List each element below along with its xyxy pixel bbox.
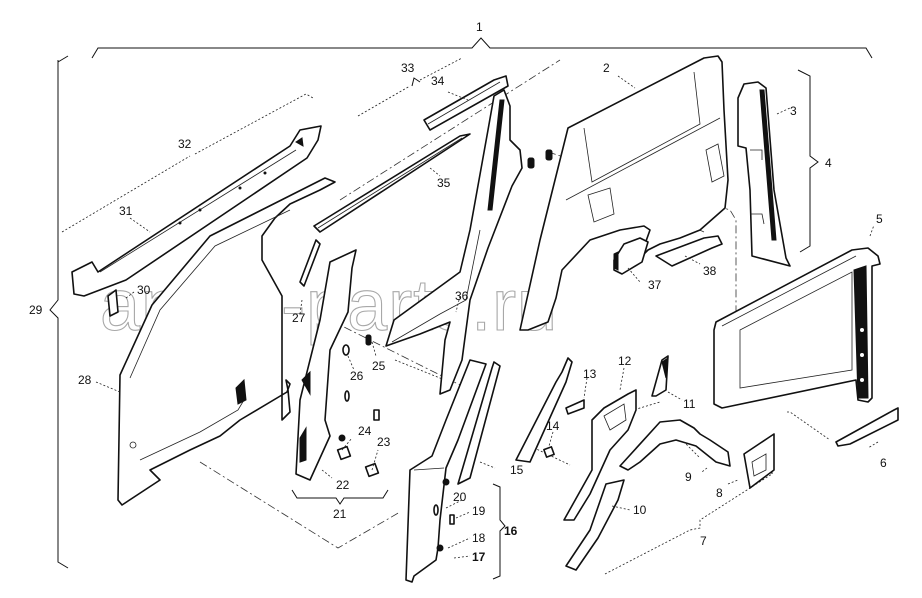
callout-3: 3 bbox=[790, 104, 797, 118]
callout-30: 30 bbox=[137, 283, 151, 297]
callout-25: 25 bbox=[372, 359, 386, 373]
callout-33: 33 bbox=[401, 61, 415, 75]
callout-11: 11 bbox=[683, 397, 696, 411]
part-10 bbox=[565, 479, 625, 571]
part-3 bbox=[737, 81, 791, 267]
bracket-assembly-1 bbox=[57, 37, 873, 63]
callout-28: 28 bbox=[78, 373, 92, 387]
part-9 bbox=[619, 419, 731, 471]
part-27 bbox=[299, 239, 321, 287]
callout-27: 27 bbox=[292, 311, 306, 325]
callout-29: 29 bbox=[29, 303, 43, 317]
callout-7: 7 bbox=[700, 534, 707, 548]
part-11 bbox=[651, 355, 669, 397]
callout-20: 20 bbox=[453, 490, 467, 504]
part-5 bbox=[713, 247, 881, 409]
callout-17: 17 bbox=[472, 550, 486, 564]
callout-19: 19 bbox=[472, 504, 486, 518]
part-38 bbox=[655, 235, 723, 267]
callout-6: 6 bbox=[880, 456, 887, 470]
part-35 bbox=[313, 133, 471, 233]
part-28 bbox=[117, 177, 336, 506]
part-15 bbox=[457, 361, 501, 485]
callout-38: 38 bbox=[703, 264, 717, 278]
part-36 bbox=[385, 89, 523, 395]
callout-31: 31 bbox=[119, 204, 133, 218]
callout-32: 32 bbox=[178, 137, 192, 151]
part-32 bbox=[71, 125, 322, 297]
part-12 bbox=[563, 389, 637, 521]
part-13 bbox=[565, 399, 585, 415]
callout-8: 8 bbox=[716, 486, 723, 500]
callout-labels: 1 2 3 4 5 6 7 8 9 10 11 12 13 14 15 16 1… bbox=[29, 20, 887, 564]
callout-10: 10 bbox=[633, 503, 647, 517]
part-16 bbox=[405, 359, 487, 583]
part-small-plugs bbox=[336, 334, 380, 478]
part-37 bbox=[613, 237, 649, 275]
bracket-assembly-16 bbox=[492, 483, 506, 580]
callout-15: 15 bbox=[510, 463, 524, 477]
callout-9: 9 bbox=[685, 470, 692, 484]
callout-16: 16 bbox=[504, 524, 518, 538]
callout-34: 34 bbox=[431, 74, 445, 88]
callout-13: 13 bbox=[583, 367, 597, 381]
part-31-holes bbox=[178, 171, 267, 225]
callout-14: 14 bbox=[546, 419, 560, 433]
callout-24: 24 bbox=[358, 424, 372, 438]
callout-21: 21 bbox=[333, 507, 347, 521]
part-rail bbox=[515, 357, 573, 463]
bracket-assembly-4 bbox=[797, 69, 819, 253]
bracket-assembly-21 bbox=[291, 489, 389, 505]
part-34 bbox=[423, 75, 509, 131]
part-30 bbox=[107, 289, 119, 317]
callout-26: 26 bbox=[350, 369, 364, 383]
callout-37: 37 bbox=[648, 278, 662, 292]
part-14 bbox=[543, 446, 555, 458]
callout-1: 1 bbox=[476, 20, 483, 34]
bracket-assembly-33 bbox=[357, 57, 463, 117]
bracket-assembly-29 bbox=[49, 60, 69, 569]
callout-2: 2 bbox=[603, 61, 610, 75]
callout-12: 12 bbox=[618, 354, 632, 368]
part-22 bbox=[295, 249, 357, 481]
callout-36: 36 bbox=[455, 289, 469, 303]
callout-35: 35 bbox=[437, 176, 451, 190]
part-36-clips bbox=[527, 149, 553, 169]
callout-18: 18 bbox=[472, 531, 486, 545]
callout-22: 22 bbox=[336, 478, 350, 492]
callout-4: 4 bbox=[825, 156, 832, 170]
part-6 bbox=[835, 407, 899, 447]
part-8 bbox=[743, 433, 775, 489]
callout-5: 5 bbox=[876, 212, 883, 226]
leader-lines bbox=[95, 75, 879, 559]
part-2 bbox=[519, 55, 729, 331]
callout-23: 23 bbox=[377, 435, 391, 449]
